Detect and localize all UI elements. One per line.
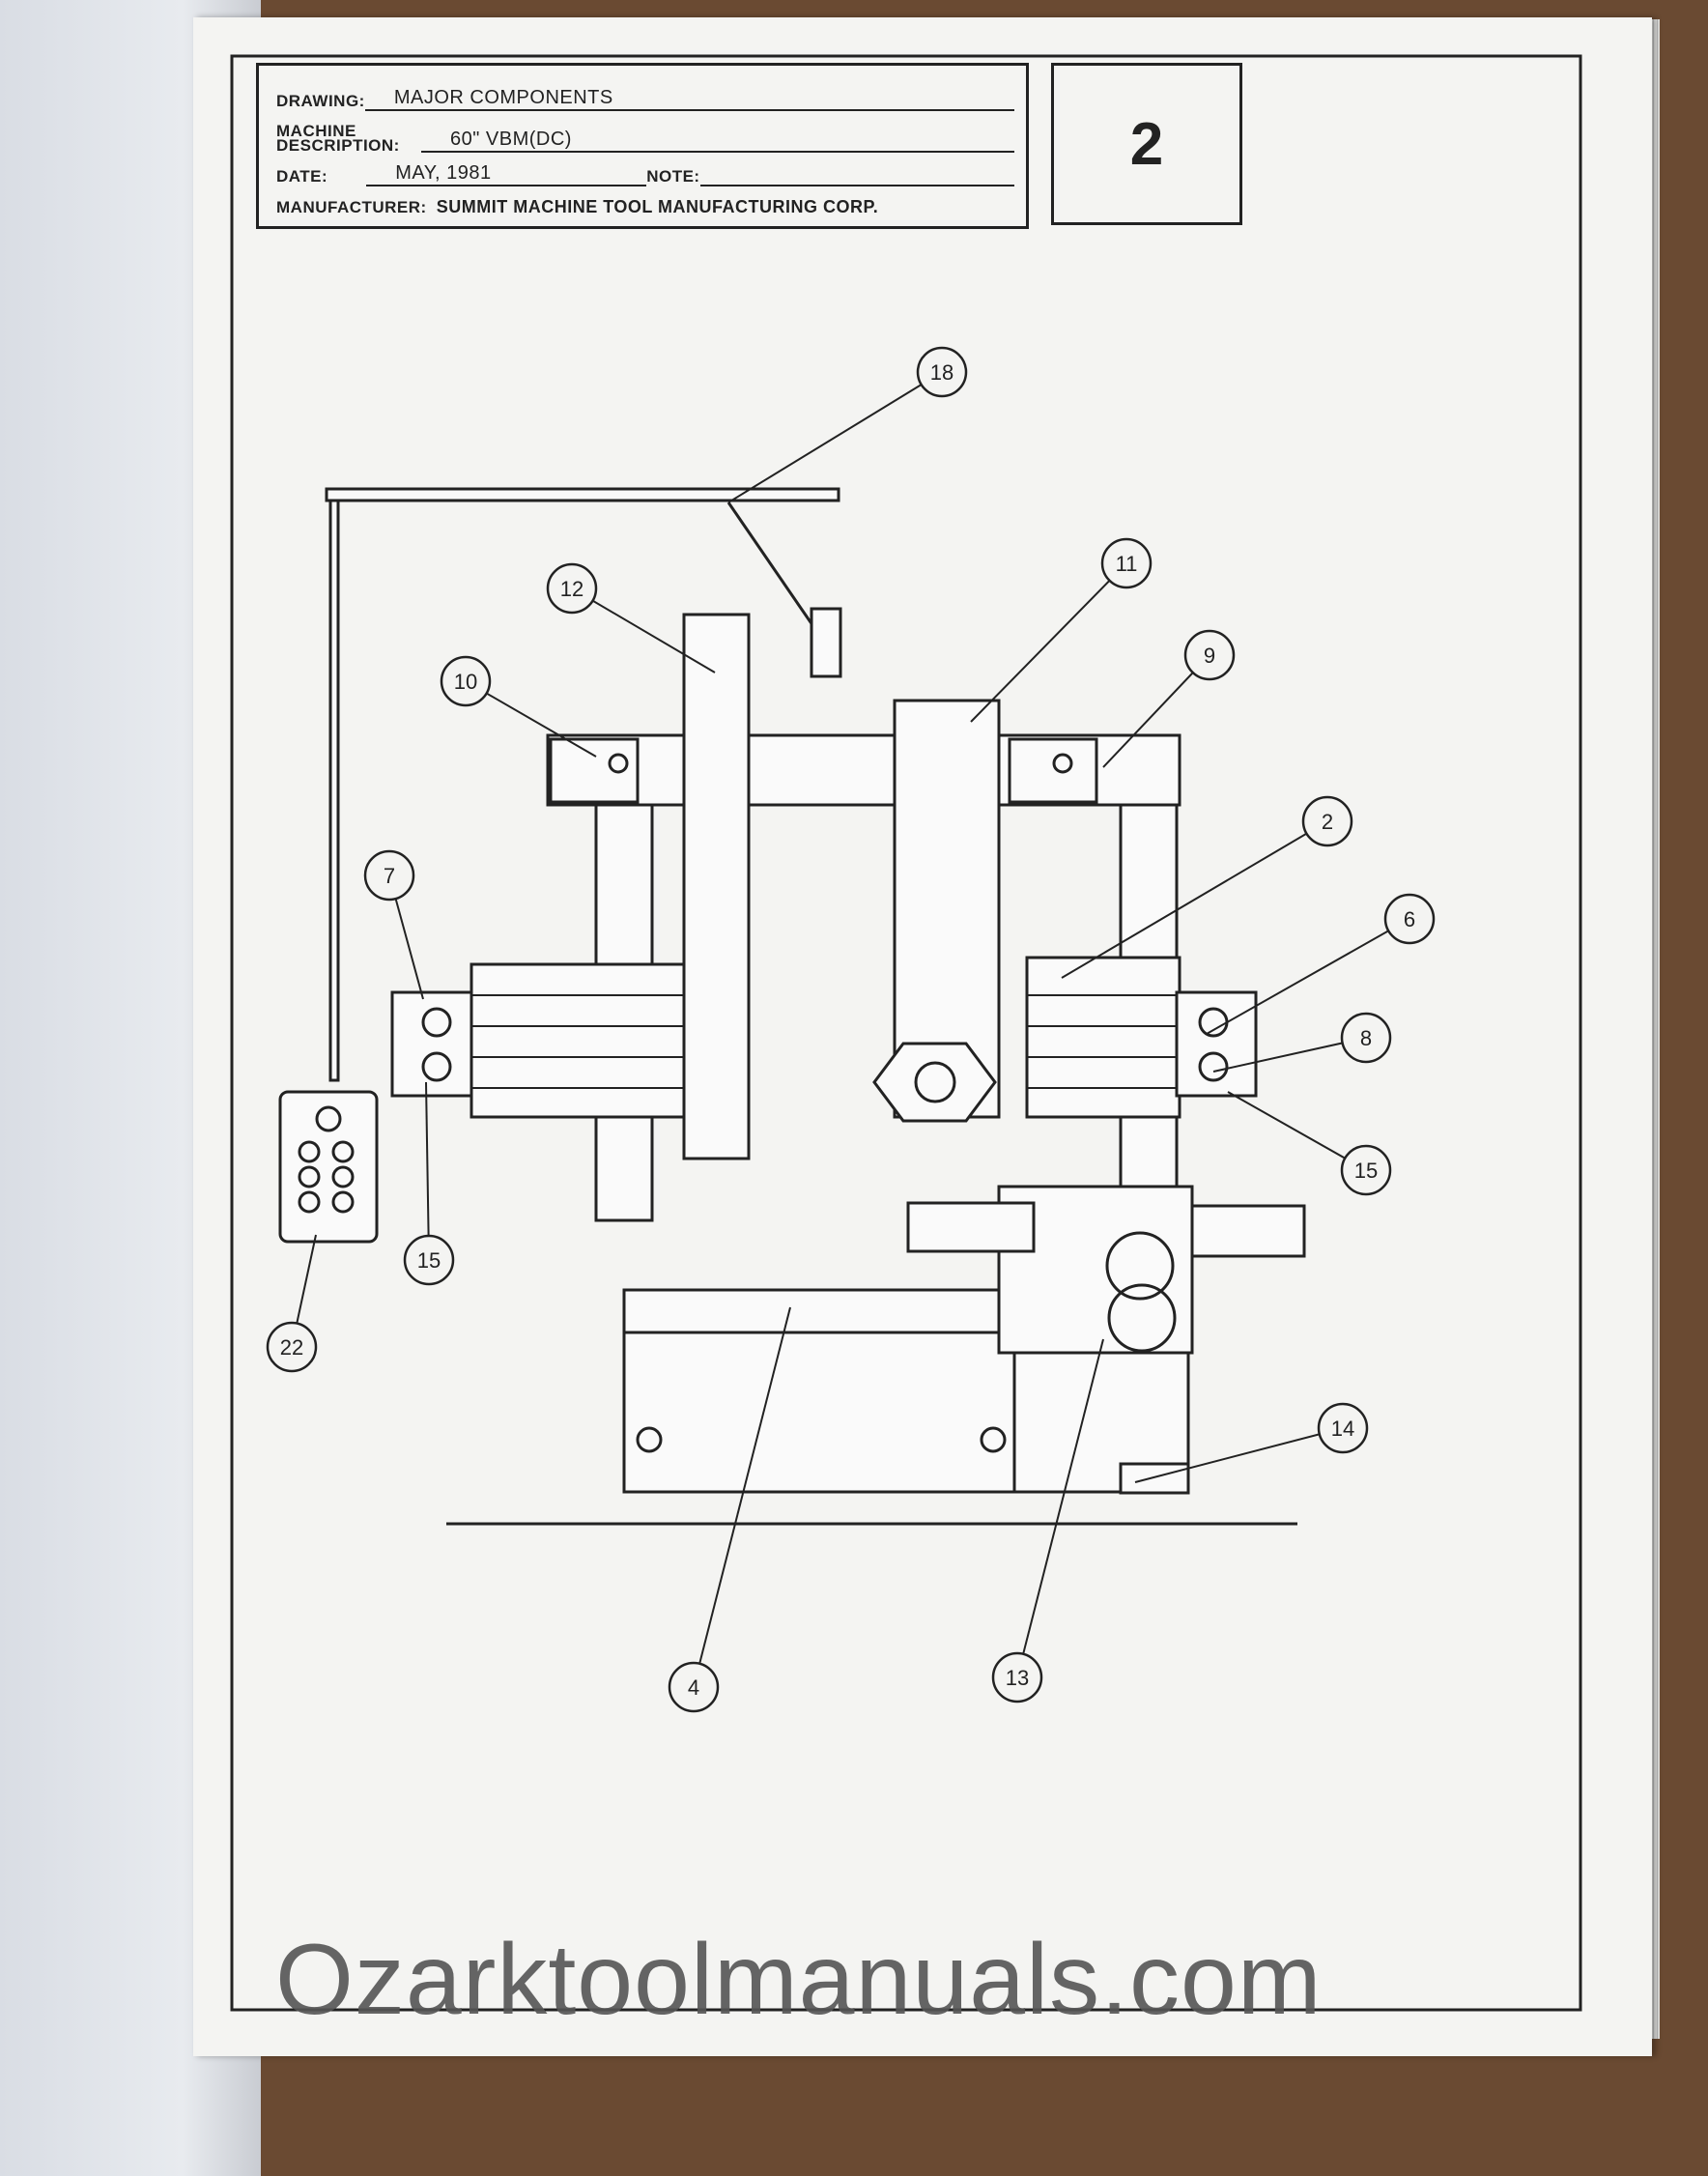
ram-hex-head: [872, 1042, 997, 1123]
callout-label: 13: [1006, 1666, 1029, 1690]
page-number-box: 2: [1051, 63, 1242, 225]
callout-label: 18: [930, 360, 954, 385]
callout: 10: [440, 655, 492, 707]
callout: 9: [1183, 629, 1236, 681]
callout-label: 7: [384, 864, 395, 888]
callout-label: 11: [1116, 552, 1138, 576]
callout-label: 2: [1322, 810, 1333, 834]
handwheel-lower: [1107, 1283, 1177, 1353]
drawing-value: MAJOR COMPONENTS: [364, 87, 1014, 111]
page-border: [230, 54, 1582, 2012]
callout: 2: [1301, 795, 1353, 847]
left-railhead: [470, 962, 696, 1119]
callout: 11: [1100, 537, 1153, 589]
callout-label: 22: [280, 1335, 303, 1360]
callout: 12: [546, 562, 598, 615]
callout-label: 10: [454, 670, 477, 694]
title-block: DRAWING:MAJOR COMPONENTS MACHINE DESCRIP…: [256, 63, 1029, 229]
callout-label: 6: [1404, 907, 1415, 931]
note-value: [699, 185, 1014, 186]
callout: 13: [991, 1651, 1043, 1704]
drawing-label: DRAWING:: [276, 92, 365, 110]
callout-label: 15: [1354, 1159, 1378, 1183]
control-pendant: [278, 1090, 379, 1244]
date-value: MAY, 1981: [366, 162, 647, 186]
pendant-cable: [328, 499, 340, 1082]
callout: 14: [1317, 1402, 1369, 1454]
callout: 18: [916, 346, 968, 398]
date-label: DATE:: [276, 167, 328, 186]
callout-label: 12: [560, 577, 584, 601]
callouts: 18 12 11 10 9 2 7 6 8 15 15 22 14 4 13: [266, 346, 1436, 1713]
callout: 6: [1383, 893, 1436, 945]
callout-label: 14: [1331, 1417, 1354, 1441]
callout-label: 15: [417, 1248, 441, 1273]
watermark: Ozarktoolmanuals.com: [275, 1924, 1323, 2036]
callout: 4: [668, 1661, 720, 1713]
callout: 7: [363, 849, 415, 902]
callout: 15: [1340, 1144, 1392, 1196]
callout: 8: [1340, 1012, 1392, 1064]
note-label: NOTE:: [646, 167, 700, 186]
machine-label: MACHINE DESCRIPTION:: [276, 122, 400, 155]
page-number: 2: [1129, 110, 1164, 178]
machine-value: 60" VBM(DC): [421, 129, 1014, 153]
ram-column-12: [682, 613, 751, 1160]
crane-arm: [325, 487, 840, 502]
handwheel-upper: [1105, 1231, 1175, 1301]
callout: 22: [266, 1321, 318, 1373]
manufacturer-value: SUMMIT MACHINE TOOL MANUFACTURING CORP.: [436, 197, 879, 216]
right-railhead: [1025, 956, 1181, 1119]
callout: 15: [403, 1234, 455, 1286]
leader-lines: [291, 371, 1410, 1688]
callout-label: 9: [1204, 644, 1215, 668]
manufacturer-label: MANUFACTURER:: [276, 198, 427, 216]
table: [622, 1288, 1021, 1334]
base: [622, 1331, 1021, 1494]
callout-label: 4: [688, 1675, 699, 1700]
callout-label: 8: [1360, 1026, 1372, 1050]
machine: [278, 487, 1306, 1526]
